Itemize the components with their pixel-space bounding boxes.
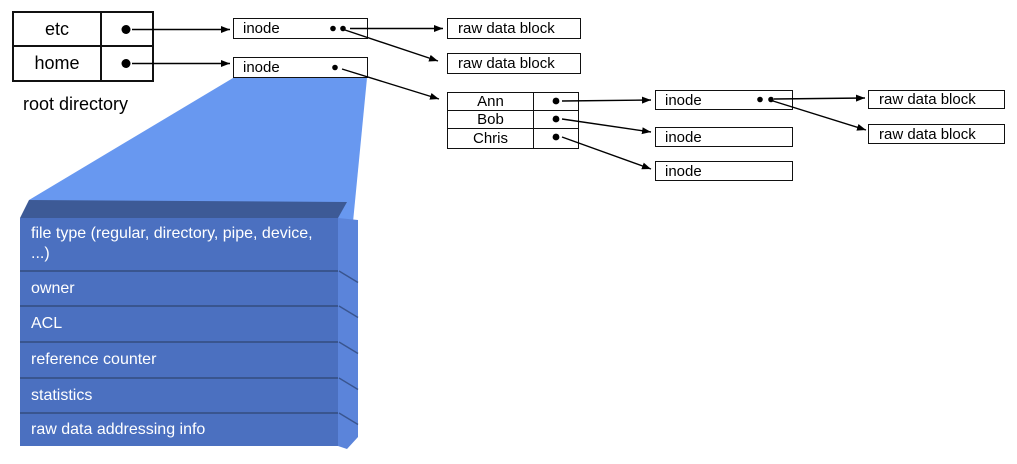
inode-field-owner: owner (20, 270, 338, 305)
home-directory-table: Ann Bob Chris (447, 92, 579, 149)
inode-contents-stack: file type (regular, directory, pipe, dev… (20, 218, 338, 446)
home-entry-chris: Chris (448, 129, 534, 148)
stack-side-divider (338, 270, 359, 284)
root-entry-etc-label: etc (44, 18, 69, 39)
root-entry-home: home (14, 47, 102, 80)
root-entry-etc: etc (14, 13, 102, 47)
inode-box-bob: inode (655, 127, 793, 147)
home-entry-chris-pointer-cell (534, 129, 578, 148)
home-entry-ann-pointer-cell (534, 93, 578, 111)
root-entry-home-pointer-cell (102, 47, 152, 80)
raw-data-block-4: raw data block (868, 124, 1005, 144)
stack-side-divider (338, 341, 359, 355)
inode-field-acl: ACL (20, 305, 338, 341)
inode-field-raw-data-addressing: raw data addressing info (20, 412, 338, 446)
home-entry-bob-pointer-cell (534, 111, 578, 129)
home-entry-ann: Ann (448, 93, 534, 111)
home-entry-bob-label: Bob (477, 111, 504, 128)
inode-box-etc-label: inode (243, 20, 280, 37)
raw-data-block-3: raw data block (868, 90, 1005, 109)
root-directory-table: etc home (12, 11, 154, 82)
raw-data-block-1-label: raw data block (458, 20, 555, 37)
stack-side-divider (338, 305, 359, 319)
inode-box-etc: inode (233, 18, 368, 39)
inode-box-ann: inode (655, 90, 793, 110)
inode-box-chris: inode (655, 161, 793, 181)
zoom-beam-shape (29, 78, 367, 222)
raw-data-block-1: raw data block (447, 18, 581, 39)
stack-top-face (20, 200, 347, 218)
root-entry-home-label: home (34, 53, 80, 73)
inode-field-reference-counter: reference counter (20, 341, 338, 377)
inode-field-file-type: file type (regular, directory, pipe, dev… (31, 225, 313, 262)
raw-data-block-3-label: raw data block (879, 91, 976, 108)
inode-box-chris-label: inode (665, 162, 702, 180)
inode-box-home-label: inode (243, 59, 280, 76)
raw-data-block-4-label: raw data block (879, 125, 976, 143)
stack-side-face (338, 218, 358, 449)
root-entry-etc-pointer-cell (102, 13, 152, 47)
stack-side-divider (338, 412, 359, 426)
root-directory-caption: root directory (23, 94, 129, 114)
inode-box-home: inode (233, 57, 368, 78)
home-entry-ann-label: Ann (477, 93, 504, 110)
stack-side-divider (338, 377, 359, 391)
home-entry-bob: Bob (448, 111, 534, 129)
inode-field-statistics: statistics (20, 377, 338, 412)
inode-box-bob-label: inode (665, 128, 702, 146)
home-entry-chris-label: Chris (472, 130, 508, 147)
raw-data-block-2-label: raw data block (458, 55, 555, 72)
inode-box-ann-label: inode (665, 91, 702, 109)
raw-data-block-2: raw data block (447, 53, 581, 74)
